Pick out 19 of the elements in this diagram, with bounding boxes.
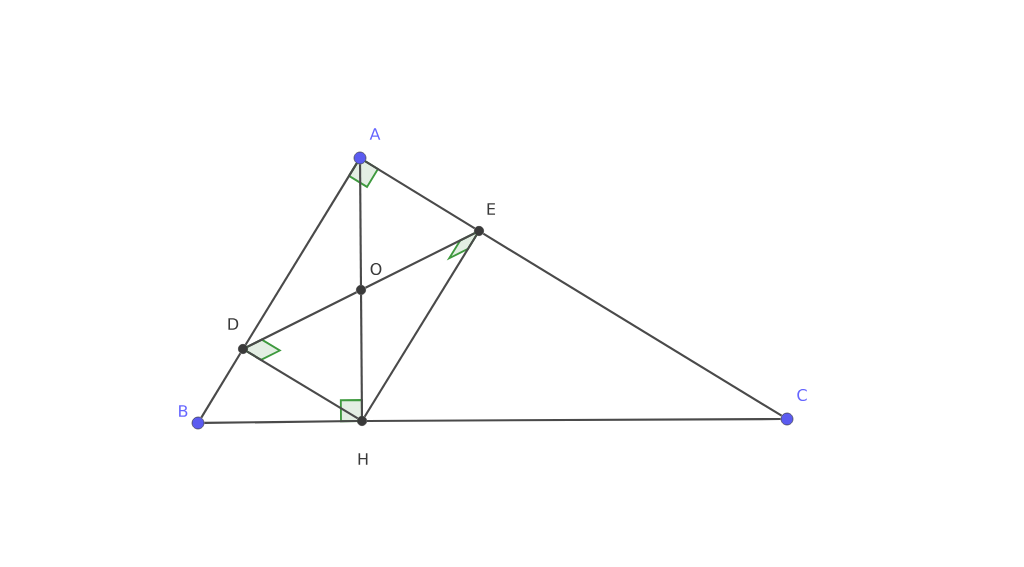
point-label: C <box>797 388 807 402</box>
line-segment <box>482 232 783 417</box>
line-segment <box>365 232 475 289</box>
point-label: A <box>369 128 381 140</box>
line-segment <box>359 164 363 285</box>
point-label: H <box>358 453 368 465</box>
line-segment <box>363 234 478 418</box>
point-label: O <box>370 262 382 276</box>
point-label: B <box>179 405 188 417</box>
point-label: D <box>228 318 239 330</box>
line-segment <box>247 291 357 348</box>
line-segment <box>204 420 358 424</box>
line-segment <box>364 160 476 230</box>
line-segment <box>246 350 359 420</box>
line-segment <box>200 352 242 419</box>
line-segment <box>360 295 364 416</box>
point-label: E <box>487 203 496 215</box>
line-segment <box>244 162 358 346</box>
line-segment <box>367 417 781 423</box>
